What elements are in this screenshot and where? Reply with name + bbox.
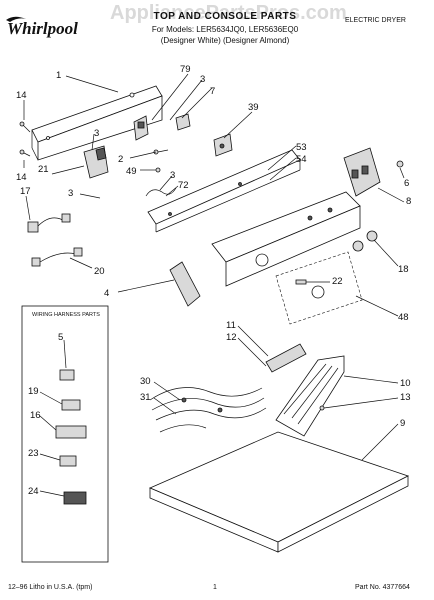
- callout-11: 11: [226, 320, 236, 331]
- callout-19: 19: [28, 386, 39, 397]
- model-line: For Models: LER5634JQ0, LER5636EQ0: [151, 25, 299, 34]
- dashed-region-48: [275, 251, 363, 325]
- callout-14-bottom: 14: [16, 172, 27, 183]
- harness-20: [31, 247, 83, 267]
- callout-13: 13: [400, 392, 411, 403]
- callout-79: 79: [180, 64, 191, 75]
- part-49: [155, 167, 161, 173]
- callout-17: 17: [20, 186, 31, 197]
- callout-54: 54: [296, 154, 307, 165]
- callout-10: 10: [400, 378, 411, 389]
- knob-18-a: [366, 230, 378, 242]
- footer-part-number: Part No. 4377664: [355, 584, 410, 591]
- part-72-wire: [145, 187, 177, 197]
- harness-17: [27, 213, 71, 233]
- leader-lines: [23, 73, 405, 497]
- callout-24: 24: [28, 486, 39, 497]
- callout-3-d: 3: [68, 188, 73, 199]
- top-panel-16: [148, 431, 410, 553]
- callout-3-a: 3: [200, 74, 205, 85]
- callout-3-b: 3: [94, 128, 99, 139]
- callout-30: 30: [140, 376, 151, 387]
- knob-18-b: [352, 240, 364, 252]
- callout-1: 1: [56, 70, 61, 81]
- callout-16: 9: [400, 418, 405, 429]
- product-type: ELECTRIC DRYER: [345, 17, 406, 24]
- page-title: TOP AND CONSOLE PARTS: [153, 11, 297, 22]
- footer-page-number: 1: [213, 584, 217, 591]
- lint-screen-10: [275, 355, 345, 437]
- callout-14-top: 14: [16, 90, 27, 101]
- switch-39: [213, 133, 233, 157]
- end-cap: [343, 147, 404, 197]
- control-panel-front: [147, 149, 301, 233]
- wiring-harness-box: WIRING HARNESS PARTS: [21, 305, 109, 563]
- color-line: (Designer White) (Designer Almond): [160, 36, 290, 45]
- callout-48: 48: [398, 312, 409, 323]
- callout-5: 5: [58, 332, 63, 343]
- callout-49: 49: [126, 166, 137, 177]
- console-housing: [211, 191, 361, 287]
- screw-14-bottom: [19, 149, 31, 157]
- callout-12: 12: [226, 332, 237, 343]
- part-11-12: [265, 343, 307, 373]
- watermark: AppliancePartsPros.com: [110, 2, 347, 24]
- side-bracket-4: [169, 261, 201, 307]
- callout-39: 39: [248, 102, 259, 113]
- timer-switch: [83, 145, 109, 179]
- callout-3-c: 3: [170, 170, 175, 181]
- callout-6: 6: [404, 178, 409, 189]
- callout-2: 2: [118, 154, 123, 165]
- callout-20: 20: [94, 266, 105, 277]
- screw-2: [153, 149, 169, 155]
- callout-31: 31: [140, 392, 151, 403]
- callout-7: 7: [210, 86, 215, 97]
- control-panel-back: [31, 85, 163, 161]
- callout-21: 21: [38, 164, 49, 175]
- screw-13: [319, 405, 325, 411]
- callout-18: 18: [398, 264, 409, 275]
- bracket-79: [133, 115, 149, 141]
- callout-23: 23: [28, 448, 39, 459]
- wiring-box-title: WIRING HARNESS PARTS: [32, 312, 100, 318]
- whirlpool-logo: Whirlpool: [6, 16, 78, 38]
- callout-53: 53: [296, 142, 307, 153]
- callout-22: 22: [332, 276, 343, 287]
- callout-4: 4: [104, 288, 109, 299]
- screw-14-top: [19, 121, 31, 133]
- logo-text: Whirlpool: [7, 19, 78, 38]
- wiring-bundle: [149, 387, 267, 433]
- clip-7: [175, 113, 191, 131]
- callout-72: 72: [178, 180, 189, 191]
- callout-9: 16: [30, 410, 41, 421]
- footer-litho: 12–96 Litho in U.S.A. (tpm): [8, 584, 93, 591]
- callout-8: 8: [406, 196, 411, 207]
